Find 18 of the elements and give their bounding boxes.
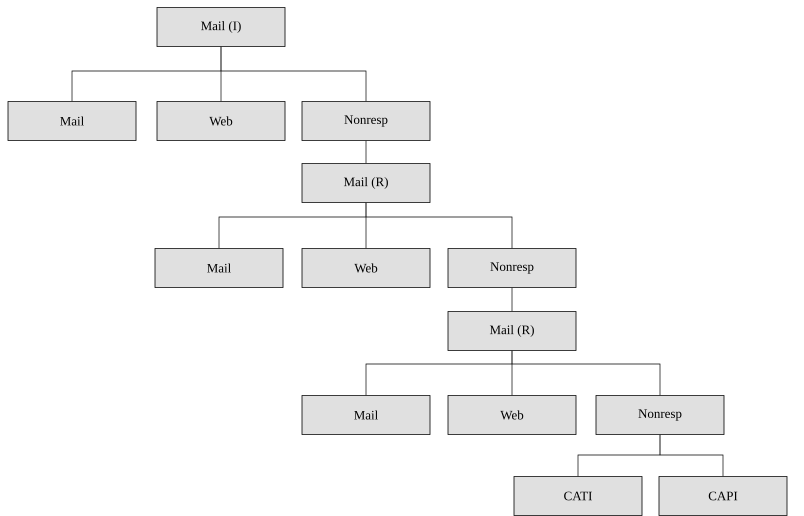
process-box: Nonresp bbox=[596, 395, 724, 435]
process-box: Mail (R) bbox=[302, 163, 430, 203]
connector-line bbox=[366, 202, 512, 248]
process-box: Mail bbox=[302, 395, 430, 435]
process-box: CATI bbox=[514, 476, 642, 516]
process-box: Web bbox=[156, 101, 286, 141]
connector-line bbox=[660, 434, 724, 476]
process-box: Mail (R) bbox=[448, 311, 576, 351]
process-box: Web bbox=[302, 248, 430, 288]
process-box: Mail bbox=[8, 101, 136, 141]
process-box: Web bbox=[448, 395, 576, 435]
process-box: Mail bbox=[154, 248, 284, 288]
process-box: Nonresp bbox=[302, 101, 430, 141]
connector-line bbox=[220, 46, 366, 102]
process-box: Nonresp bbox=[448, 248, 576, 288]
process-box: CAPI bbox=[658, 476, 788, 516]
process-box: Mail (I) bbox=[156, 7, 286, 47]
connector-line bbox=[512, 350, 660, 396]
